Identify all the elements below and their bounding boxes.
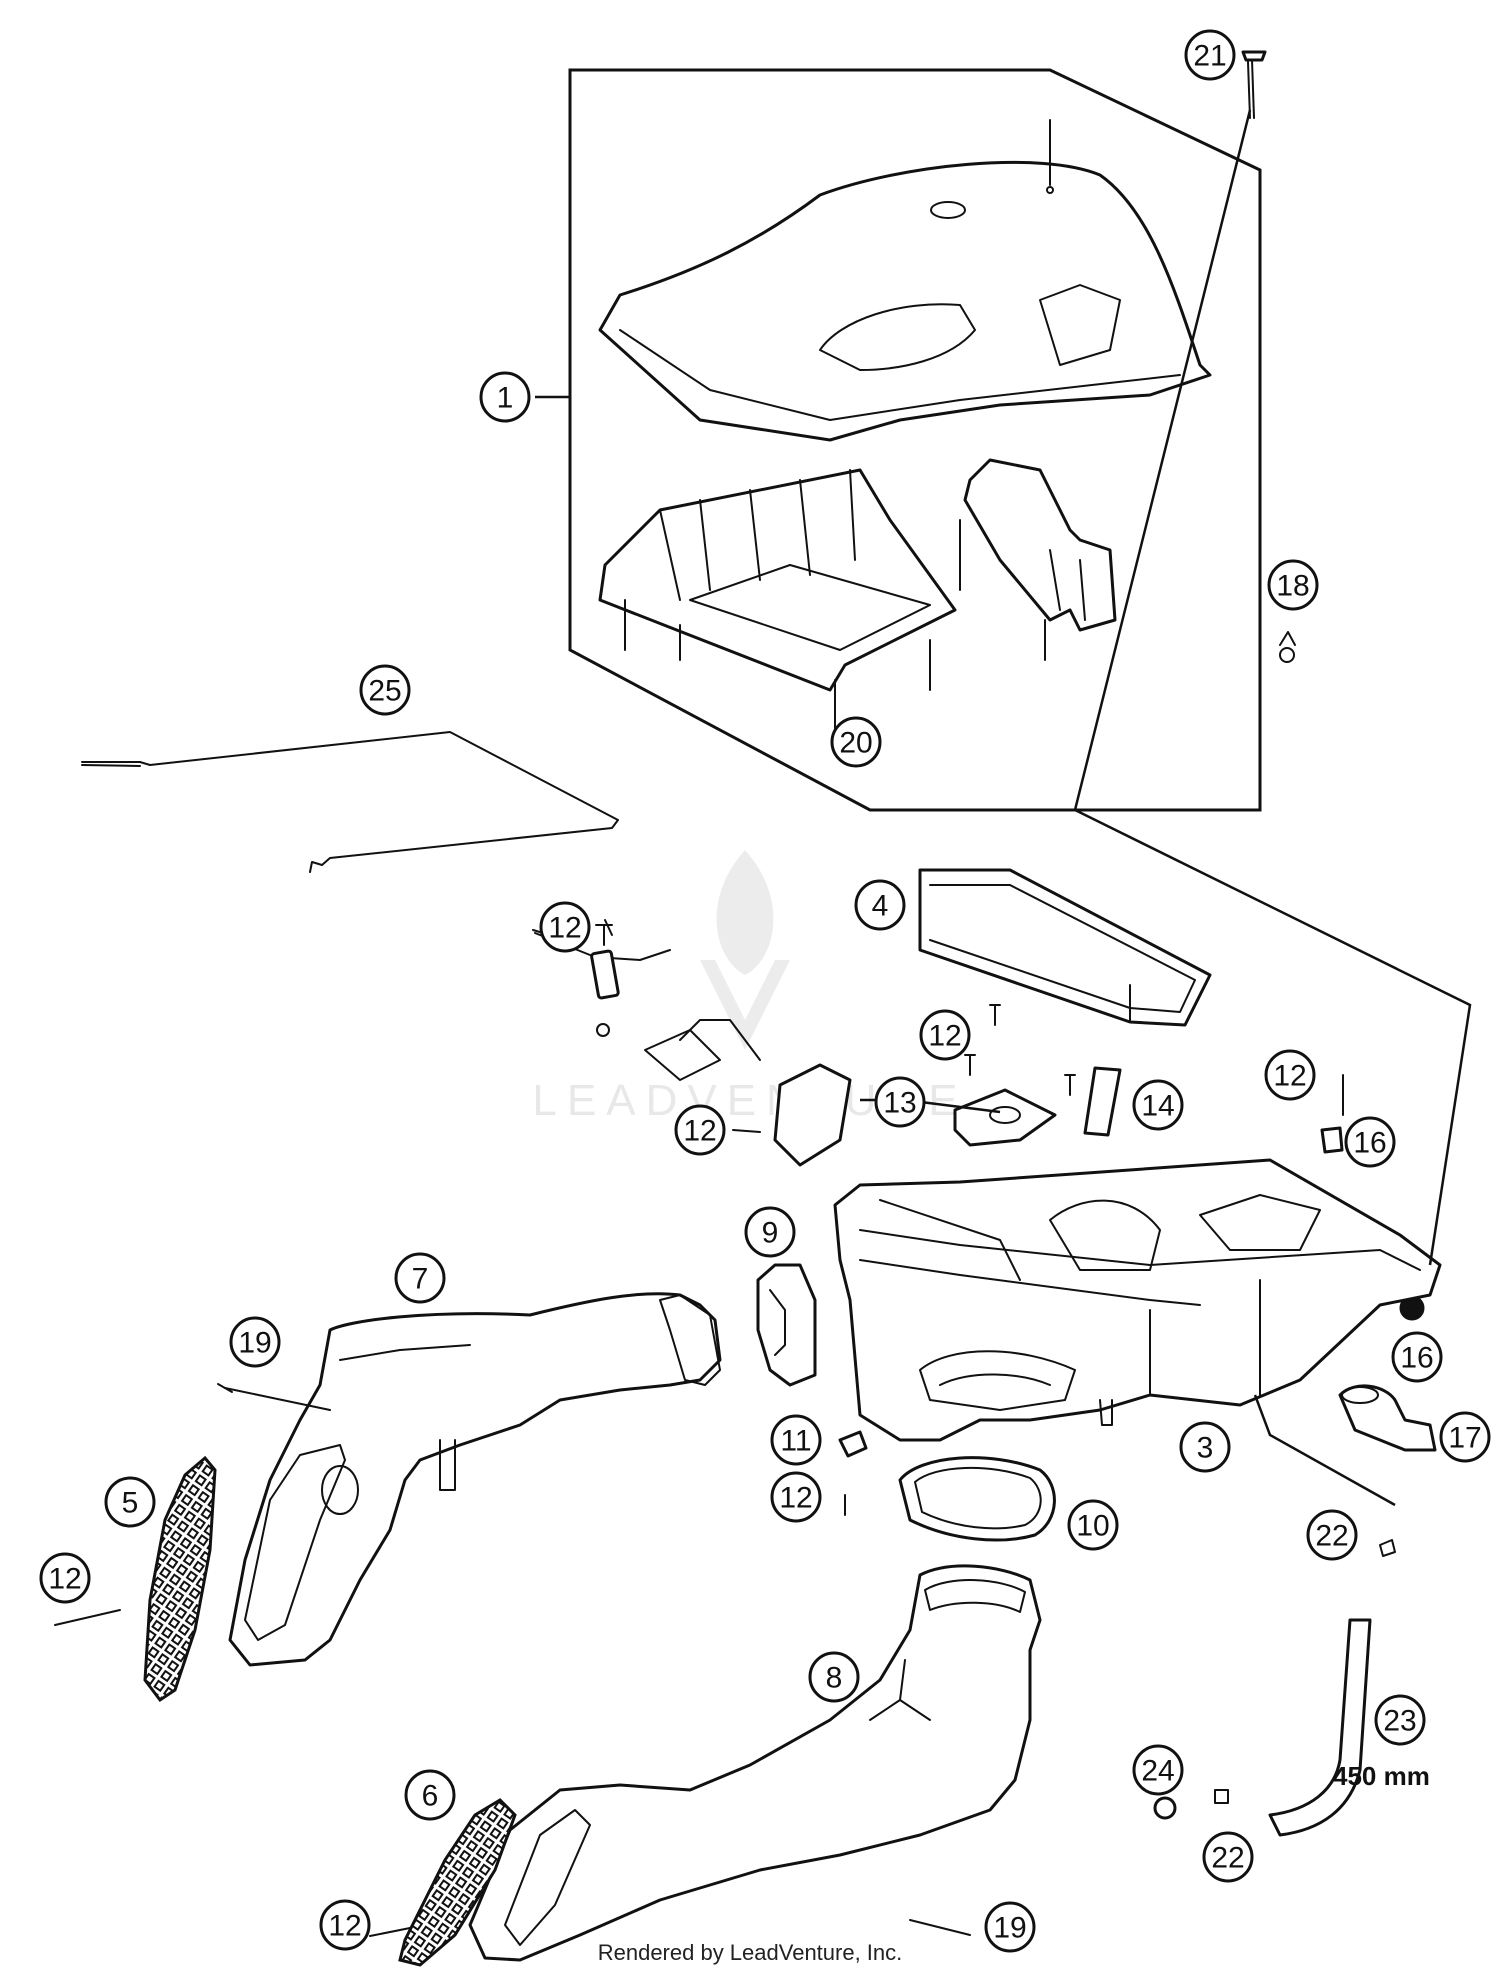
callout-number: 22 (1211, 1842, 1244, 1875)
drain-hose-23 (1268, 1618, 1372, 1837)
callout-16-1: 16 (1391, 1331, 1443, 1383)
callout-number: 16 (1400, 1342, 1433, 1375)
callout-8: 8 (808, 1651, 860, 1703)
sensor-bracket (534, 919, 761, 1081)
airbox-cover (598, 119, 1212, 442)
callout-4: 4 (854, 879, 906, 931)
callout-7: 7 (394, 1252, 446, 1304)
callout-number: 16 (1353, 1127, 1386, 1160)
cap-9 (756, 1263, 817, 1387)
callout-number: 9 (762, 1217, 779, 1250)
clip-11 (838, 1430, 868, 1516)
callout-17: 17 (1439, 1411, 1491, 1463)
clamp-22 (1214, 1539, 1396, 1804)
callout-number: 3 (1197, 1432, 1214, 1465)
callout-number: 25 (368, 675, 401, 708)
callout-number: 22 (1315, 1520, 1348, 1553)
intake-duct-8 (468, 1564, 1042, 1962)
callout-number: 12 (683, 1115, 716, 1148)
callout-23: 23 (1374, 1694, 1426, 1746)
callout-24: 24 (1132, 1744, 1184, 1796)
callout-number: 19 (993, 1912, 1026, 1945)
screw-21 (1241, 50, 1267, 119)
callout-16: 16 (1344, 1116, 1396, 1168)
strap-14 (1083, 1066, 1122, 1137)
clamp-18 (1279, 631, 1296, 663)
callout-6: 6 (404, 1769, 456, 1821)
callout-number: 12 (548, 912, 581, 945)
flange-13 (773, 1063, 1057, 1167)
filter-cage (598, 468, 957, 731)
callout-5: 5 (104, 1476, 156, 1528)
seal-10 (898, 1456, 1056, 1542)
callout-18: 18 (1267, 559, 1319, 611)
callout-20: 20 (830, 716, 882, 768)
mesh-grill-5 (143, 1455, 217, 1703)
callout-number: 20 (839, 727, 872, 760)
callout-12-4: 12 (770, 1471, 822, 1523)
airbox-body (833, 1158, 1442, 1442)
callout-12-5: 12 (39, 1552, 91, 1604)
wire-25 (81, 731, 619, 873)
callout-number: 19 (238, 1327, 271, 1360)
callout-number: 4 (872, 890, 889, 923)
callout-number: 12 (48, 1563, 81, 1596)
callout-number: 6 (422, 1780, 439, 1813)
callout-21: 21 (1184, 29, 1236, 81)
callout-19: 19 (229, 1316, 281, 1368)
callout-number: 17 (1448, 1422, 1481, 1455)
cover-bracket (959, 458, 1117, 661)
callout-number: 12 (328, 1910, 361, 1943)
callout-10: 10 (1067, 1499, 1119, 1551)
callout-25: 25 (359, 664, 411, 716)
callout-11: 11 (770, 1414, 822, 1466)
callout-number: 1 (497, 382, 514, 415)
callout-12-3: 12 (1264, 1049, 1316, 1101)
elbow-17 (1338, 1384, 1437, 1452)
grommet-16 (1320, 1126, 1425, 1321)
assembly-frame (568, 68, 1262, 812)
callout-number: 8 (826, 1662, 843, 1695)
callout-12-1: 12 (919, 1009, 971, 1061)
callout-number: 12 (779, 1482, 812, 1515)
callout-number: 5 (122, 1487, 139, 1520)
hose-length-label: 450 mm (1333, 1761, 1430, 1791)
callout-3: 3 (1179, 1421, 1231, 1473)
callout-number: 11 (780, 1425, 811, 1458)
callout-number: 12 (1273, 1060, 1306, 1093)
callout-22: 22 (1306, 1509, 1358, 1561)
footer-credit: Rendered by LeadVenture, Inc. (598, 1940, 903, 1965)
callout-number: 21 (1193, 40, 1226, 73)
callout-12: 12 (539, 901, 591, 953)
callout-number: 14 (1141, 1090, 1174, 1123)
callout-number: 10 (1076, 1510, 1109, 1543)
plug-24 (1153, 1796, 1177, 1820)
screws-19 (217, 1383, 971, 1936)
callout-number: 12 (928, 1020, 961, 1053)
callout-number: 13 (883, 1087, 916, 1120)
callout-number: 23 (1383, 1705, 1416, 1738)
callout-1: 1 (479, 371, 531, 423)
callout-14: 14 (1132, 1079, 1184, 1131)
callout-number: 7 (412, 1263, 429, 1296)
callout-12-6: 12 (319, 1899, 371, 1951)
callout-12-2: 12 (674, 1104, 726, 1156)
callout-13: 13 (874, 1076, 926, 1128)
mesh-grill-6 (398, 1798, 517, 1967)
air-filter (918, 868, 1212, 1027)
callout-number: 24 (1141, 1755, 1174, 1788)
callout-9: 9 (744, 1206, 796, 1258)
callout-22-1: 22 (1202, 1831, 1254, 1883)
intake-duct-7 (228, 1292, 722, 1667)
callout-19-1: 19 (984, 1901, 1036, 1953)
callout-number: 18 (1276, 570, 1309, 603)
